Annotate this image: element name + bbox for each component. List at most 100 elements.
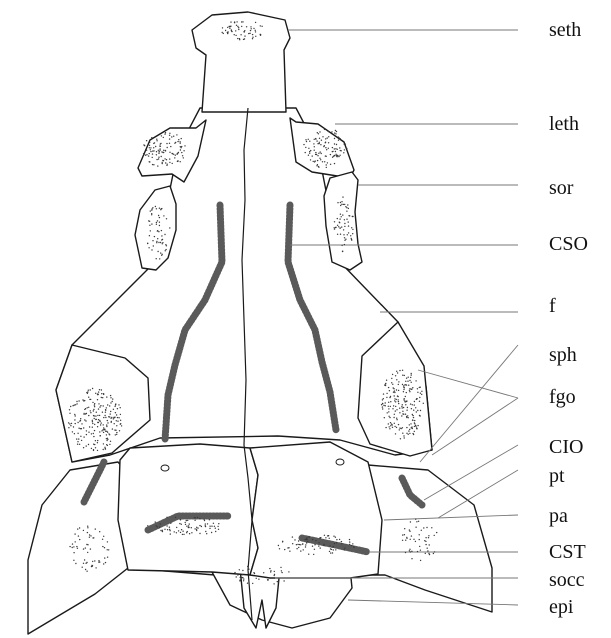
stipple-dot <box>407 381 408 382</box>
stipple-dot <box>102 397 103 398</box>
stipple-dot <box>69 423 70 424</box>
supraethmoid <box>192 12 290 112</box>
stipple-dot <box>214 526 215 527</box>
stipple-dot <box>420 387 421 388</box>
stipple-dot <box>156 525 157 526</box>
stipple-dot <box>344 549 345 550</box>
stipple-dot <box>88 415 89 416</box>
stipple-dot <box>343 229 344 230</box>
stipple-dot <box>277 581 278 582</box>
stipple-dot <box>236 576 237 577</box>
stipple-dot <box>91 448 92 449</box>
stipple-dot <box>103 536 104 537</box>
stipple-dot <box>178 530 179 531</box>
stipple-dot <box>102 539 103 540</box>
stipple-dot <box>231 30 232 31</box>
stipple-dot <box>419 401 420 402</box>
stipple-dot <box>348 208 349 209</box>
stipple-dot <box>203 519 204 520</box>
stipple-dot <box>103 449 104 450</box>
stipple-dot <box>217 526 218 527</box>
stipple-dot <box>338 226 339 227</box>
stipple-dot <box>235 30 236 31</box>
stipple-dot <box>76 403 77 404</box>
stipple-dot <box>109 434 110 435</box>
stipple-dot <box>385 405 386 406</box>
stipple-dot <box>234 34 235 35</box>
stipple-dot <box>211 532 212 533</box>
stipple-dot <box>393 405 394 406</box>
stipple-dot <box>149 161 150 162</box>
stipple-dot <box>408 385 409 386</box>
stipple-dot <box>402 404 403 405</box>
stipple-dot <box>300 544 301 545</box>
stipple-dot <box>163 137 164 138</box>
stipple-dot <box>158 151 159 152</box>
stipple-dot <box>340 138 341 139</box>
stipple-dot <box>197 517 198 518</box>
stipple-dot <box>180 149 181 150</box>
stipple-dot <box>419 534 420 535</box>
stipple-dot <box>305 544 306 545</box>
stipple-dot <box>423 527 424 528</box>
stipple-dot <box>166 218 167 219</box>
stipple-dot <box>330 164 331 165</box>
stipple-dot <box>103 563 104 564</box>
stipple-dot <box>338 136 339 137</box>
stipple-dot <box>335 130 336 131</box>
stipple-dot <box>388 423 389 424</box>
stipple-dot <box>308 148 309 149</box>
stipple-dot <box>164 234 165 235</box>
stipple-dot <box>182 534 183 535</box>
stipple-dot <box>94 560 95 561</box>
stipple-dot <box>345 144 346 145</box>
stipple-dot <box>394 395 395 396</box>
stipple-dot <box>419 539 420 540</box>
stipple-dot <box>191 527 192 528</box>
stipple-dot <box>160 523 161 524</box>
stipple-dot <box>181 529 182 530</box>
stipple-dot <box>247 583 248 584</box>
stipple-dot <box>406 410 407 411</box>
stipple-dot <box>313 554 314 555</box>
stipple-dot <box>417 398 418 399</box>
stipple-dot <box>417 388 418 389</box>
stipple-dot <box>146 140 147 141</box>
stipple-dot <box>248 569 249 570</box>
stipple-dot <box>331 549 332 550</box>
stipple-dot <box>244 35 245 36</box>
stipple-dot <box>411 551 412 552</box>
stipple-dot <box>116 434 117 435</box>
stipple-dot <box>162 530 163 531</box>
stipple-dot <box>169 162 170 163</box>
stipple-dot <box>164 133 165 134</box>
stipple-dot <box>273 583 274 584</box>
stipple-dot <box>401 415 402 416</box>
stipple-dot <box>185 524 186 525</box>
stipple-dot <box>161 230 162 231</box>
stipple-dot <box>169 227 170 228</box>
stipple-dot <box>151 137 152 138</box>
stipple-dot <box>416 521 417 522</box>
stipple-dot <box>157 251 158 252</box>
stipple-dot <box>71 423 72 424</box>
stipple-dot <box>434 535 435 536</box>
stipple-dot <box>263 572 264 573</box>
stipple-dot <box>87 544 88 545</box>
stipple-dot <box>89 426 90 427</box>
stipple-dot <box>298 540 299 541</box>
stipple-dot <box>394 398 395 399</box>
stipple-dot <box>188 525 189 526</box>
stipple-dot <box>389 428 390 429</box>
stipple-dot <box>92 402 93 403</box>
stipple-dot <box>339 228 340 229</box>
stipple-dot <box>350 235 351 236</box>
stipple-dot <box>188 527 189 528</box>
stipple-dot <box>199 525 200 526</box>
stipple-dot <box>386 393 387 394</box>
stipple-dot <box>428 535 429 536</box>
leader-fgo <box>420 345 518 462</box>
stipple-dot <box>87 526 88 527</box>
stipple-dot <box>401 428 402 429</box>
stipple-dot <box>387 412 388 413</box>
